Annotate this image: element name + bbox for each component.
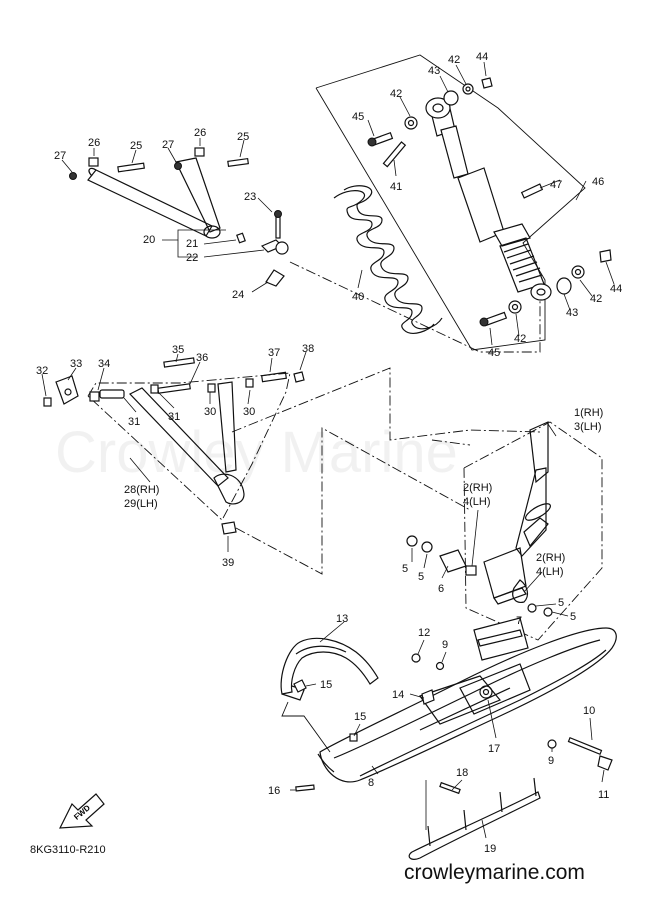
callout-42d: 42 — [590, 293, 602, 305]
callout-33: 33 — [70, 358, 82, 370]
a-arm-group — [41, 351, 307, 552]
shock-group-outline — [315, 54, 586, 351]
callout-5b: 5 — [418, 571, 424, 583]
callout-5a: 5 — [402, 563, 408, 575]
callout-9a: 9 — [442, 639, 448, 651]
callout-19: 19 — [484, 843, 496, 855]
callout-32: 32 — [36, 365, 48, 377]
callout-2a: 2(RH) — [463, 482, 492, 494]
ski-runner — [408, 777, 541, 860]
callout-42b: 42 — [448, 54, 460, 66]
callout-16: 16 — [268, 785, 280, 797]
tie-rod-group — [61, 138, 289, 293]
shock-upper-hardware — [367, 77, 544, 199]
shock-damper — [425, 97, 552, 301]
callout-45a: 45 — [352, 111, 364, 123]
callout-25b: 25 — [237, 131, 249, 143]
callout-35: 35 — [172, 344, 184, 356]
callout-41: 41 — [390, 181, 402, 193]
callout-22: 22 — [186, 252, 198, 264]
callout-13: 13 — [336, 613, 348, 625]
callout-18: 18 — [456, 767, 468, 779]
fwd-arrow-icon: FWD — [58, 793, 105, 829]
callout-17: 17 — [488, 743, 500, 755]
spindle-group — [406, 421, 603, 641]
callout-44b: 44 — [610, 283, 622, 295]
connector-lines — [231, 261, 541, 575]
callout-10: 10 — [583, 705, 595, 717]
shock-leaders — [357, 61, 615, 346]
callout-31a: 31 — [128, 416, 140, 428]
callout-47: 47 — [550, 179, 562, 191]
callout-14: 14 — [392, 689, 404, 701]
callout-1: 1(RH) — [574, 407, 603, 419]
callout-39: 39 — [222, 557, 234, 569]
callout-43b: 43 — [566, 307, 578, 319]
callout-42c: 42 — [514, 333, 526, 345]
website-url: crowleymarine.com — [404, 861, 585, 884]
callout-4b: 4(LH) — [536, 566, 564, 578]
callout-27a: 27 — [54, 150, 66, 162]
callout-34: 34 — [98, 358, 110, 370]
callout-21: 21 — [186, 238, 198, 250]
callout-36: 36 — [196, 352, 208, 364]
callout-31b: 31 — [168, 411, 180, 423]
callout-5c: 5 — [558, 597, 564, 609]
callout-15b: 15 — [354, 711, 366, 723]
callout-2b: 2(RH) — [536, 552, 565, 564]
callout-15a: 15 — [320, 679, 332, 691]
callout-24: 24 — [232, 289, 244, 301]
callout-30a: 30 — [204, 406, 216, 418]
callout-26a: 26 — [88, 137, 100, 149]
callout-26b: 26 — [194, 127, 206, 139]
callout-40: 40 — [352, 291, 364, 303]
shock-spring — [333, 185, 443, 334]
callout-20: 20 — [143, 234, 155, 246]
callout-7: 7 — [516, 615, 522, 627]
shock-absorber-group — [315, 54, 615, 351]
callout-46: 46 — [592, 176, 604, 188]
callout-3: 3(LH) — [574, 421, 602, 433]
callout-25a: 25 — [130, 140, 142, 152]
shock-lower-hardware — [479, 249, 612, 327]
callout-4a: 4(LH) — [463, 496, 491, 508]
diagram-code: 8KG3110-R210 — [30, 844, 106, 856]
callout-45b: 45 — [488, 347, 500, 359]
callout-12: 12 — [418, 627, 430, 639]
callout-37: 37 — [268, 347, 280, 359]
callout-29: 29(LH) — [124, 498, 158, 510]
callout-44a: 44 — [476, 51, 488, 63]
callout-8: 8 — [368, 777, 374, 789]
callout-27b: 27 — [162, 139, 174, 151]
watermark: Crowley Marine — [55, 420, 458, 485]
callout-43a: 43 — [428, 65, 440, 77]
callout-9b: 9 — [548, 755, 554, 767]
callout-labels: 1(RH) 3(LH) 2(RH) 4(LH) 2(RH) 4(LH) 5 5 … — [36, 51, 622, 855]
callout-23: 23 — [244, 191, 256, 203]
callout-6: 6 — [438, 583, 444, 595]
callout-38: 38 — [302, 343, 314, 355]
callout-11: 11 — [598, 789, 609, 801]
callout-30b: 30 — [243, 406, 255, 418]
callout-42a: 42 — [390, 88, 402, 100]
ski-group — [280, 617, 617, 860]
callout-5d: 5 — [570, 611, 576, 623]
callout-28: 28(RH) — [124, 484, 159, 496]
